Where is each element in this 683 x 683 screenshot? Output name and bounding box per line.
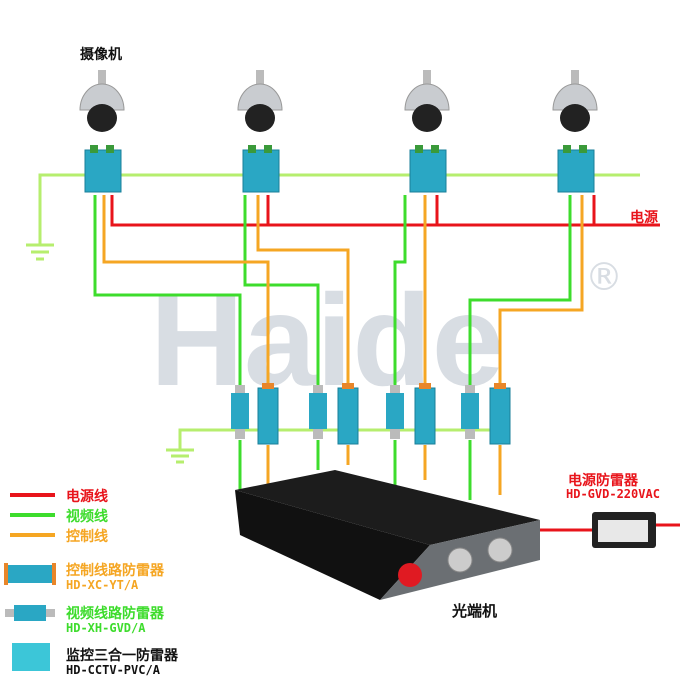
power-protector-name: 电源防雷器 <box>568 473 638 489</box>
control-protector-1 <box>257 383 279 445</box>
transceiver-label: 光端机 <box>452 602 498 620</box>
camera-4 <box>552 70 598 132</box>
registered-mark: ® <box>585 255 623 299</box>
three-in-one-protector <box>409 145 447 193</box>
power-label: 电源 <box>630 210 658 226</box>
legend-control-protector-model: HD-XC-YT/A <box>66 578 139 592</box>
camera-2 <box>237 70 283 132</box>
control-lines <box>102 195 584 495</box>
top-video-bus <box>38 173 640 245</box>
video-protector-2 <box>309 385 327 439</box>
power-protector-device <box>540 512 680 548</box>
camera-1 <box>79 70 125 132</box>
legend-three-in-one-model: HD-CCTV-PVC/A <box>66 663 160 677</box>
data-port <box>487 537 513 563</box>
three-in-one-protector <box>242 145 280 193</box>
video-protector-4 <box>461 385 479 439</box>
video-port <box>447 547 473 573</box>
legend-video-protector-model: HD-XH-GVD/A <box>66 621 146 635</box>
camera-label: 摄像机 <box>80 47 122 63</box>
ground-icon-left <box>26 243 54 261</box>
legend-swatches <box>4 493 56 671</box>
fiber-port <box>398 563 422 587</box>
three-in-one-protector-icon <box>12 643 50 671</box>
control-protector-2 <box>337 383 359 445</box>
video-protector-3 <box>386 385 404 439</box>
control-protector-4 <box>489 383 511 445</box>
watermark: Haide <box>150 267 504 413</box>
lower-ground-bus <box>166 428 500 464</box>
video-protector-1 <box>231 385 249 439</box>
video-lines <box>93 195 572 500</box>
power-line <box>110 195 660 227</box>
camera-3 <box>404 70 450 132</box>
fiber-transceiver <box>235 470 540 600</box>
power-protector-model: HD-GVD-220VAC <box>566 487 660 501</box>
legend-power-line: 电源线 <box>66 489 108 505</box>
control-protector-3 <box>414 383 436 445</box>
legend-three-in-one-name: 监控三合一防雷器 <box>66 648 178 664</box>
legend-video-protector-name: 视频线路防雷器 <box>66 606 164 622</box>
legend-control-protector-name: 控制线路防雷器 <box>66 563 164 579</box>
legend-video-line: 视频线 <box>66 509 108 525</box>
video-protector-icon <box>14 605 46 621</box>
three-in-one-protector <box>557 145 595 193</box>
control-protector-icon <box>6 565 54 583</box>
three-in-one-protector <box>84 145 122 193</box>
legend-control-line: 控制线 <box>66 529 108 545</box>
